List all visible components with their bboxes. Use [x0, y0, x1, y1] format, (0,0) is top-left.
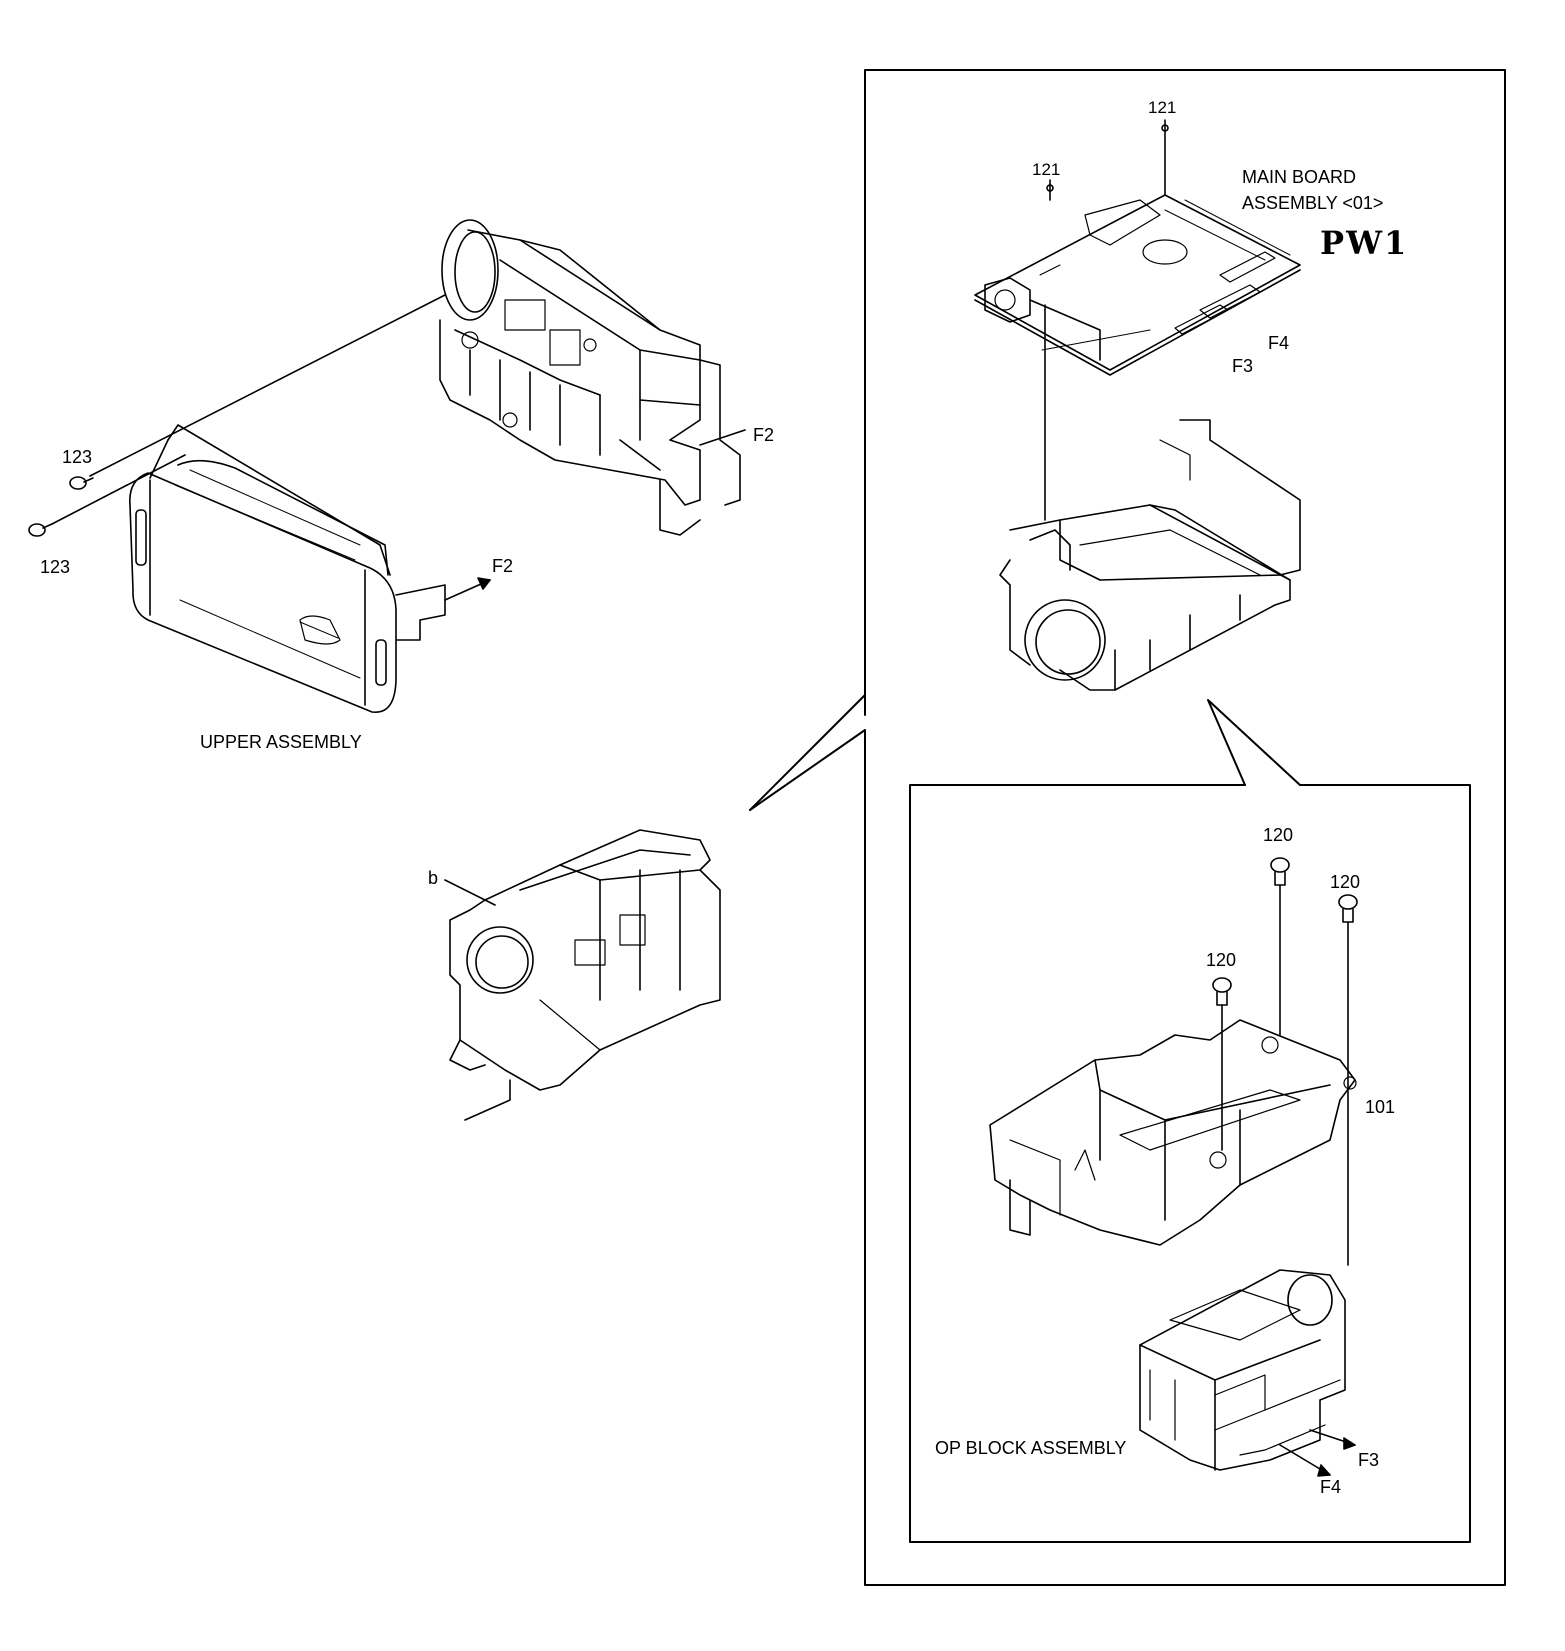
part-number-123-bottom: 123	[40, 557, 71, 577]
connector-f2-upper: F2	[492, 556, 514, 576]
part-number-120-b: 120	[1330, 872, 1361, 892]
connector-f4-board: F4	[1268, 333, 1290, 353]
part-number-120-c: 120	[1206, 950, 1237, 970]
part-number-121-left: 121	[1032, 160, 1061, 179]
main-board-detail-frame	[749, 69, 1506, 1586]
upper-assembly-label: UPPER ASSEMBLY	[200, 732, 362, 752]
b-marker-label: b	[428, 868, 439, 888]
part-number-121-right: 121	[1148, 98, 1177, 117]
op-block-detail-frame	[909, 699, 1471, 1543]
upper-assembly-drawing	[129, 424, 491, 713]
main-board-label-line1: MAIN BOARD	[1242, 167, 1357, 187]
screw-120-icon	[1212, 857, 1358, 1266]
connector-f3-op: F3	[1358, 1450, 1380, 1470]
part-number-123-top: 123	[62, 447, 93, 467]
lens-camera-module-drawing	[444, 829, 721, 1121]
main-board-drawing	[974, 119, 1301, 376]
main-board-label-line2: ASSEMBLY <01>	[1242, 193, 1384, 213]
part-number-120-a: 120	[1263, 825, 1294, 845]
lens-block-drawing	[999, 304, 1301, 691]
handwritten-pw1-note: PW1	[1320, 224, 1409, 262]
part-number-101: 101	[1365, 1097, 1396, 1117]
screw-123-icon	[28, 294, 446, 537]
connector-f2-camera: F2	[753, 425, 775, 445]
op-block-assembly-drawing	[1139, 1269, 1356, 1477]
connector-f4-op: F4	[1320, 1477, 1342, 1497]
op-block-assembly-label: OP BLOCK ASSEMBLY	[935, 1438, 1127, 1458]
camera-module-drawing	[439, 219, 746, 536]
connector-f3-board: F3	[1232, 356, 1254, 376]
op-block-frame-drawing	[989, 1019, 1357, 1246]
